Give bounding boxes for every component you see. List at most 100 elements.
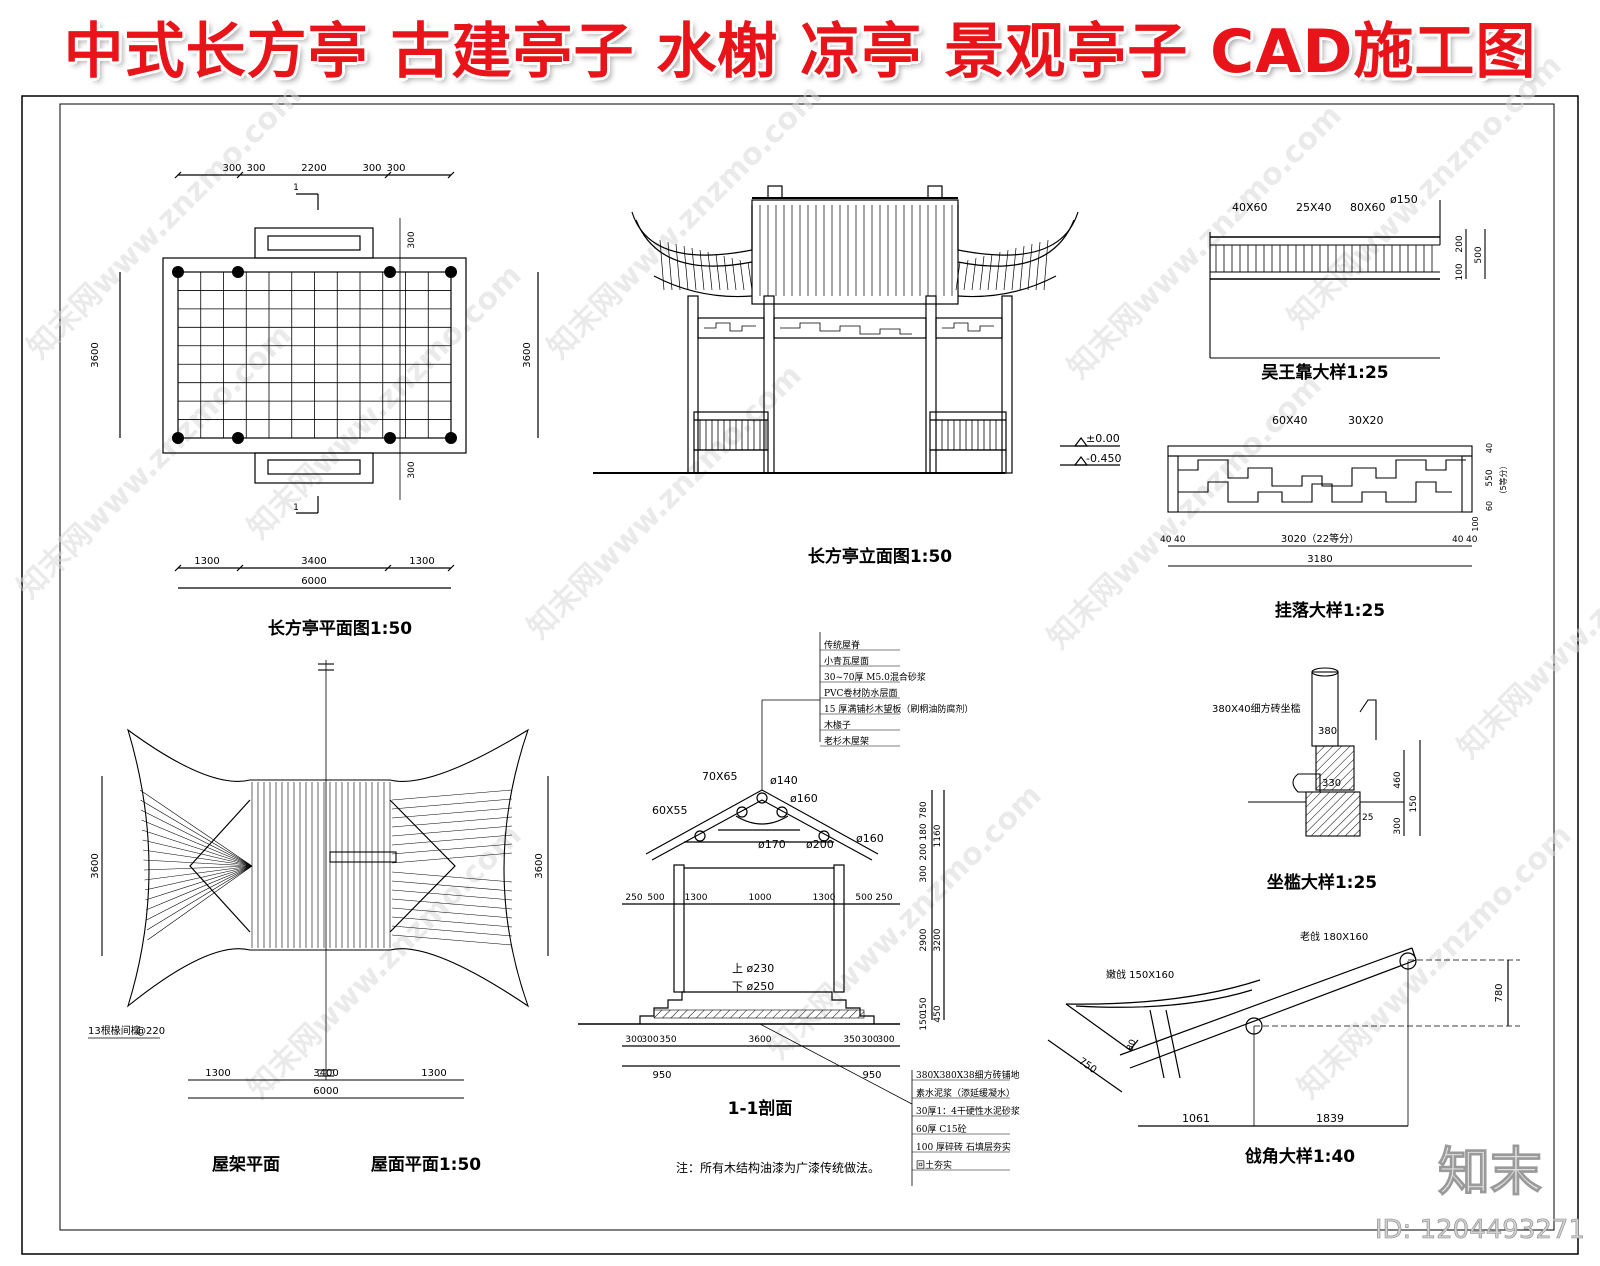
- gualuo-dim-1: 40: [1160, 535, 1172, 545]
- roof-title-a: 屋架平面: [212, 1154, 280, 1175]
- elevation-roof-tiles: [659, 205, 1049, 296]
- section-top-dim-5: 500: [855, 893, 872, 903]
- wuwangkao-label-4: ø150: [1390, 193, 1418, 206]
- plan-bottom-dim-1: 1300: [194, 556, 219, 567]
- section-member-8: 上 ø230: [732, 962, 774, 975]
- column-6: [384, 432, 396, 444]
- roof-title-b: 屋面平面1:50: [371, 1155, 481, 1175]
- section-member-9: 下 ø250: [732, 980, 774, 993]
- roof-layer-3: PVC卷材防水层面: [824, 687, 897, 699]
- elevation-level-0: ±0.00: [1086, 432, 1120, 445]
- plan-top-dim-2: 300: [246, 163, 265, 174]
- roof-line: [143, 865, 253, 871]
- tile-line: [979, 255, 985, 291]
- gualuo-dim-10: 60: [1485, 501, 1494, 511]
- zuikan-seat-hatch: [1316, 746, 1354, 790]
- section-right-dim-4: 300: [919, 865, 929, 882]
- plan-top-dim-1: 300: [222, 163, 241, 174]
- roof-layer-1: 小青瓦屋面: [824, 655, 869, 667]
- sheet-inner-frame: [59, 103, 1555, 1231]
- section-top-dim-6: 250: [875, 893, 892, 903]
- section-right-dim-9: 450: [933, 1005, 943, 1022]
- gualuo-dim-5: 40: [1466, 535, 1478, 545]
- elevation-drawing: [593, 185, 1120, 474]
- zuikan-dim-1: 460: [1393, 771, 1403, 788]
- section-bottom-dim-4: 350: [843, 1035, 860, 1045]
- roof-line: [141, 829, 253, 867]
- watermark-2: 知末网www.znzmo.com: [1061, 98, 1349, 386]
- watermark-10: 知末网www.znzmo.com: [241, 258, 529, 546]
- roof-line: [391, 843, 513, 855]
- section-bottom-sub-2: 950: [862, 1070, 881, 1081]
- section-bottom-sub-1: 950: [652, 1070, 671, 1081]
- roof-line: [145, 865, 253, 901]
- section-floor-layer-callouts: 380X380X38细方砖铺地素水泥浆（添延缓凝水）30厚1：4干硬性水泥砂浆6…: [912, 1069, 1020, 1171]
- roof-bottom-dim-1: 1300: [205, 1068, 230, 1079]
- section-bottom-dim-1: 300: [641, 1035, 658, 1045]
- roof-layer-6: 老杉木屋架: [824, 735, 869, 747]
- roof-line: [141, 819, 253, 867]
- gualuo-dim-3: 3020（22等分）: [1281, 532, 1359, 545]
- watermark-0: 知末网www.znzmo.com: [21, 78, 309, 366]
- floor-layer-2: 30厚1：4干硬性水泥砂浆: [916, 1105, 1020, 1117]
- roof-line: [142, 849, 253, 867]
- section-top-dim-3: 1000: [749, 893, 772, 903]
- tile-line: [1011, 247, 1017, 291]
- section-member-2: 60X55: [652, 804, 688, 817]
- section-drawing: [578, 632, 945, 1186]
- watermark-4: 知末网www.znzmo.com: [521, 358, 809, 646]
- floor-layer-1: 素水泥浆（添延缓凝水）: [916, 1087, 1015, 1099]
- column-7: [445, 432, 457, 444]
- section-note: 注：所有木结构油漆为广漆传统做法。: [676, 1160, 880, 1175]
- plan-top-dim-5: 300: [386, 163, 405, 174]
- tile-line: [1027, 243, 1033, 291]
- plan-bottom-dim-2: 3400: [301, 556, 326, 567]
- banner-title-text: 中式长方亭 古建亭子 水榭 凉亭 景观亭子 CAD施工图: [63, 16, 1537, 87]
- brand-logo: 知末: [1438, 1143, 1542, 1203]
- roof-line: [145, 865, 253, 911]
- column-2: [384, 266, 396, 278]
- roof-line: [391, 816, 513, 828]
- section-right-dim-1: 180: [919, 823, 929, 840]
- section-member-5: ø170: [758, 838, 786, 851]
- section-top-dim-2: 1300: [685, 893, 708, 903]
- roof-layer-0: 传统屋脊: [824, 639, 860, 651]
- qiangjiao-dim-1: 780: [1494, 983, 1505, 1002]
- tile-line: [739, 259, 745, 291]
- section-member-6: ø200: [806, 838, 834, 851]
- roof-layer-4: 15 厚满铺杉木望板（刷桐油防腐剂）: [824, 703, 973, 715]
- wuwangkao-dim-1: 200: [1455, 235, 1465, 252]
- zuikan-base-hatch: [1306, 792, 1360, 836]
- section-right-dim-7: 150: [919, 997, 929, 1014]
- roof-total-dim: 6000: [313, 1086, 338, 1097]
- section-member-1: 70X65: [702, 770, 738, 783]
- section-right-dim-0: 780: [919, 801, 929, 818]
- tile-line: [707, 251, 713, 291]
- roof-bottom-dim-3: 1300: [421, 1068, 446, 1079]
- roof-line: [391, 889, 513, 901]
- tile-line: [667, 241, 673, 291]
- section-top-dim-0: 250: [625, 893, 642, 903]
- elevation-level-1: -0.450: [1086, 452, 1121, 465]
- zuikan-label-2: 380: [1318, 726, 1337, 737]
- zuikan-dim-4: 25: [1362, 813, 1373, 823]
- wuwangkao-label-1: 40X60: [1232, 201, 1268, 214]
- roof-bottom-dim-2: 3400: [313, 1068, 338, 1079]
- wuwangkao-drawing: [1209, 200, 1486, 359]
- qiangjiao-dim-5: 80: [1125, 1038, 1138, 1052]
- tile-line: [675, 243, 681, 291]
- plan-side-dim-right: 3600: [522, 342, 533, 367]
- gualuo-dim-7: 550: [1485, 469, 1495, 486]
- roof-line: [391, 834, 513, 846]
- watermark-11: 知末网www.znzmo.com: [1281, 48, 1569, 336]
- floor-layer-0: 380X380X38细方砖铺地: [916, 1069, 1020, 1081]
- section-top-dim-1: 500: [647, 893, 664, 903]
- roof-line: [140, 809, 253, 867]
- tile-line: [995, 251, 1001, 291]
- wuwangkao-spindles: [1215, 245, 1433, 272]
- qiangjiao-label-2: 嫩戗 150X160: [1106, 968, 1174, 981]
